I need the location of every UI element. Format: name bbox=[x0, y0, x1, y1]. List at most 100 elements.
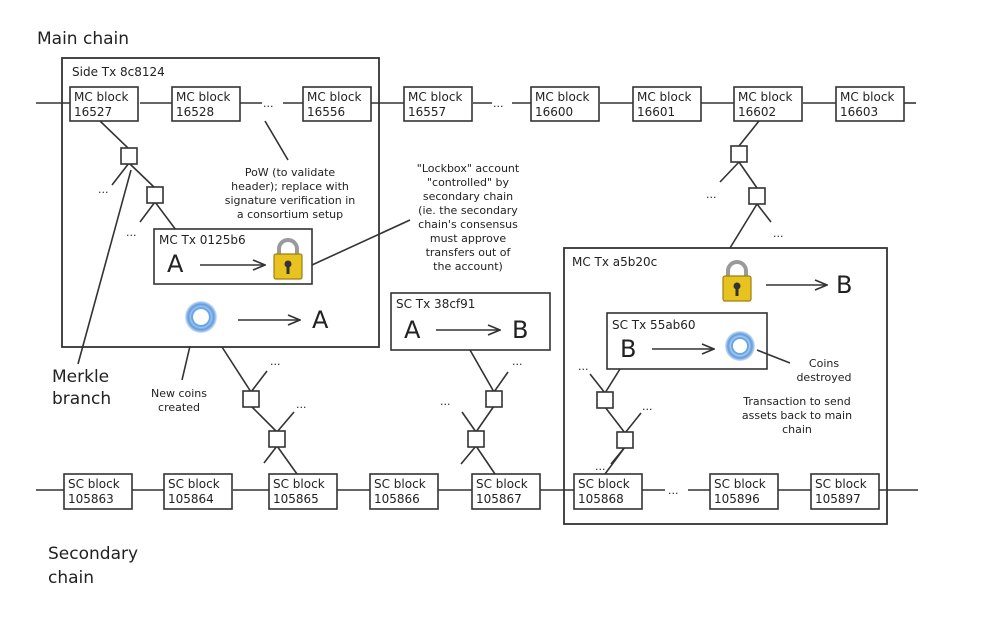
mc-block-label: MC block bbox=[535, 90, 589, 104]
svg-text:a consortium setup: a consortium setup bbox=[237, 208, 343, 221]
padlock-icon bbox=[273, 238, 303, 280]
mc-tx-a5b20c-recipient: B bbox=[836, 271, 852, 299]
mc-block-label: MC block bbox=[840, 90, 894, 104]
new-coins-pointer bbox=[181, 345, 191, 381]
svg-text:header); replace with: header); replace with bbox=[231, 180, 349, 193]
merkle-branch-label: Merkle bbox=[52, 367, 109, 387]
mc-tx-0125b6-title: MC Tx 0125b6 bbox=[159, 233, 246, 247]
main-chain-ellipsis: ... bbox=[493, 97, 504, 110]
svg-text:Coins: Coins bbox=[809, 357, 839, 370]
svg-text:assets back to main: assets back to main bbox=[742, 409, 852, 422]
merkle-ellipsis: ... bbox=[126, 226, 137, 239]
svg-text:...: ... bbox=[773, 227, 784, 240]
svg-text:...: ... bbox=[296, 398, 307, 411]
svg-text:chain: chain bbox=[782, 423, 812, 436]
sc-block-box bbox=[810, 473, 880, 510]
mc-block-number: 16600 bbox=[535, 105, 573, 119]
mc-block-label: MC block bbox=[408, 90, 462, 104]
sc-block-box bbox=[709, 473, 779, 510]
sc-tx-38cf91-title: SC Tx 38cf91 bbox=[396, 297, 475, 311]
sc-tx-55ab60-title: SC Tx 55ab60 bbox=[612, 318, 696, 332]
mc-block-label: MC block bbox=[74, 90, 128, 104]
mc-block-label: MC block bbox=[637, 90, 691, 104]
sc-block-label: SC block bbox=[578, 477, 630, 491]
padlock-icon bbox=[722, 260, 752, 302]
mc-block-number: 16601 bbox=[637, 105, 675, 119]
side-tx-frame bbox=[61, 57, 380, 348]
secondary-chain-label: Secondary bbox=[48, 544, 138, 564]
secondary-chain-ellipsis: ... bbox=[668, 484, 679, 497]
sc-block-number: 105868 bbox=[578, 492, 624, 506]
merkle-tree-mc-16602: ... ... bbox=[706, 120, 784, 249]
mc-block-number: 16556 bbox=[307, 105, 345, 119]
merkle-tree-sc-105867: ... ... bbox=[440, 349, 523, 475]
lockbox-note-pointer bbox=[311, 219, 411, 266]
sc-block-box bbox=[369, 473, 439, 510]
svg-text:transfers out of: transfers out of bbox=[426, 246, 512, 259]
svg-text:...: ... bbox=[440, 395, 451, 408]
mc-block-box bbox=[530, 86, 600, 122]
sc-block-number: 105897 bbox=[815, 492, 861, 506]
mc-block-box bbox=[69, 86, 139, 122]
svg-text:Transaction to send: Transaction to send bbox=[742, 395, 850, 408]
svg-text:must approve: must approve bbox=[430, 232, 506, 245]
mc-block-box bbox=[733, 86, 803, 122]
mc-tx-a5b20c-title: MC Tx a5b20c bbox=[572, 255, 657, 269]
mc-tx-a5b20c-frame bbox=[563, 247, 888, 525]
mc-block-number: 16557 bbox=[408, 105, 446, 119]
sc-block-number: 105865 bbox=[273, 492, 319, 506]
lockbox-note: "Lockbox" account "controlled" by second… bbox=[417, 162, 520, 273]
sc-tx-38cf91-to: B bbox=[512, 316, 528, 344]
sc-block-number: 105863 bbox=[68, 492, 114, 506]
secondary-chain-label-line2: chain bbox=[48, 568, 94, 588]
svg-text:...: ... bbox=[706, 188, 717, 201]
mc-block-number: 16527 bbox=[74, 105, 112, 119]
new-coins-recipient: A bbox=[312, 306, 329, 334]
mc-block-box bbox=[632, 86, 702, 122]
mc-block-number: 16602 bbox=[738, 105, 776, 119]
sc-tx-38cf91-from: A bbox=[404, 316, 421, 344]
sc-block-box bbox=[63, 473, 133, 510]
svg-text:...: ... bbox=[578, 360, 589, 373]
sc-tx-55ab60-from: B bbox=[620, 335, 636, 363]
merkle-ellipsis: ... bbox=[98, 183, 109, 196]
merkle-tree-sc-105865: ... ... bbox=[221, 346, 307, 475]
merkle-tree-sc-105868: ... ... ... bbox=[578, 360, 653, 475]
svg-text:chain's consensus: chain's consensus bbox=[418, 218, 518, 231]
coin-icon bbox=[185, 301, 217, 333]
sc-block-label: SC block bbox=[168, 477, 220, 491]
sc-block-label: SC block bbox=[476, 477, 528, 491]
mc-block-label: MC block bbox=[176, 90, 230, 104]
mc-block-box bbox=[302, 86, 372, 122]
sc-block-label: SC block bbox=[273, 477, 325, 491]
sc-block-label: SC block bbox=[68, 477, 120, 491]
pow-note: PoW (to validate header); replace with s… bbox=[225, 166, 356, 221]
svg-text:signature verification in: signature verification in bbox=[225, 194, 356, 207]
sc-block-label: SC block bbox=[815, 477, 867, 491]
svg-text:"controlled" by: "controlled" by bbox=[427, 176, 510, 189]
main-chain-ellipsis: ... bbox=[263, 97, 274, 110]
merkle-branch-label-line2: branch bbox=[52, 389, 111, 409]
coin-icon bbox=[725, 331, 755, 361]
svg-text:secondary chain: secondary chain bbox=[423, 190, 513, 203]
merkle-tree-left: ... ... bbox=[77, 120, 177, 365]
sc-block-number: 105866 bbox=[374, 492, 420, 506]
sc-block-label: SC block bbox=[374, 477, 426, 491]
sc-block-box bbox=[163, 473, 233, 510]
